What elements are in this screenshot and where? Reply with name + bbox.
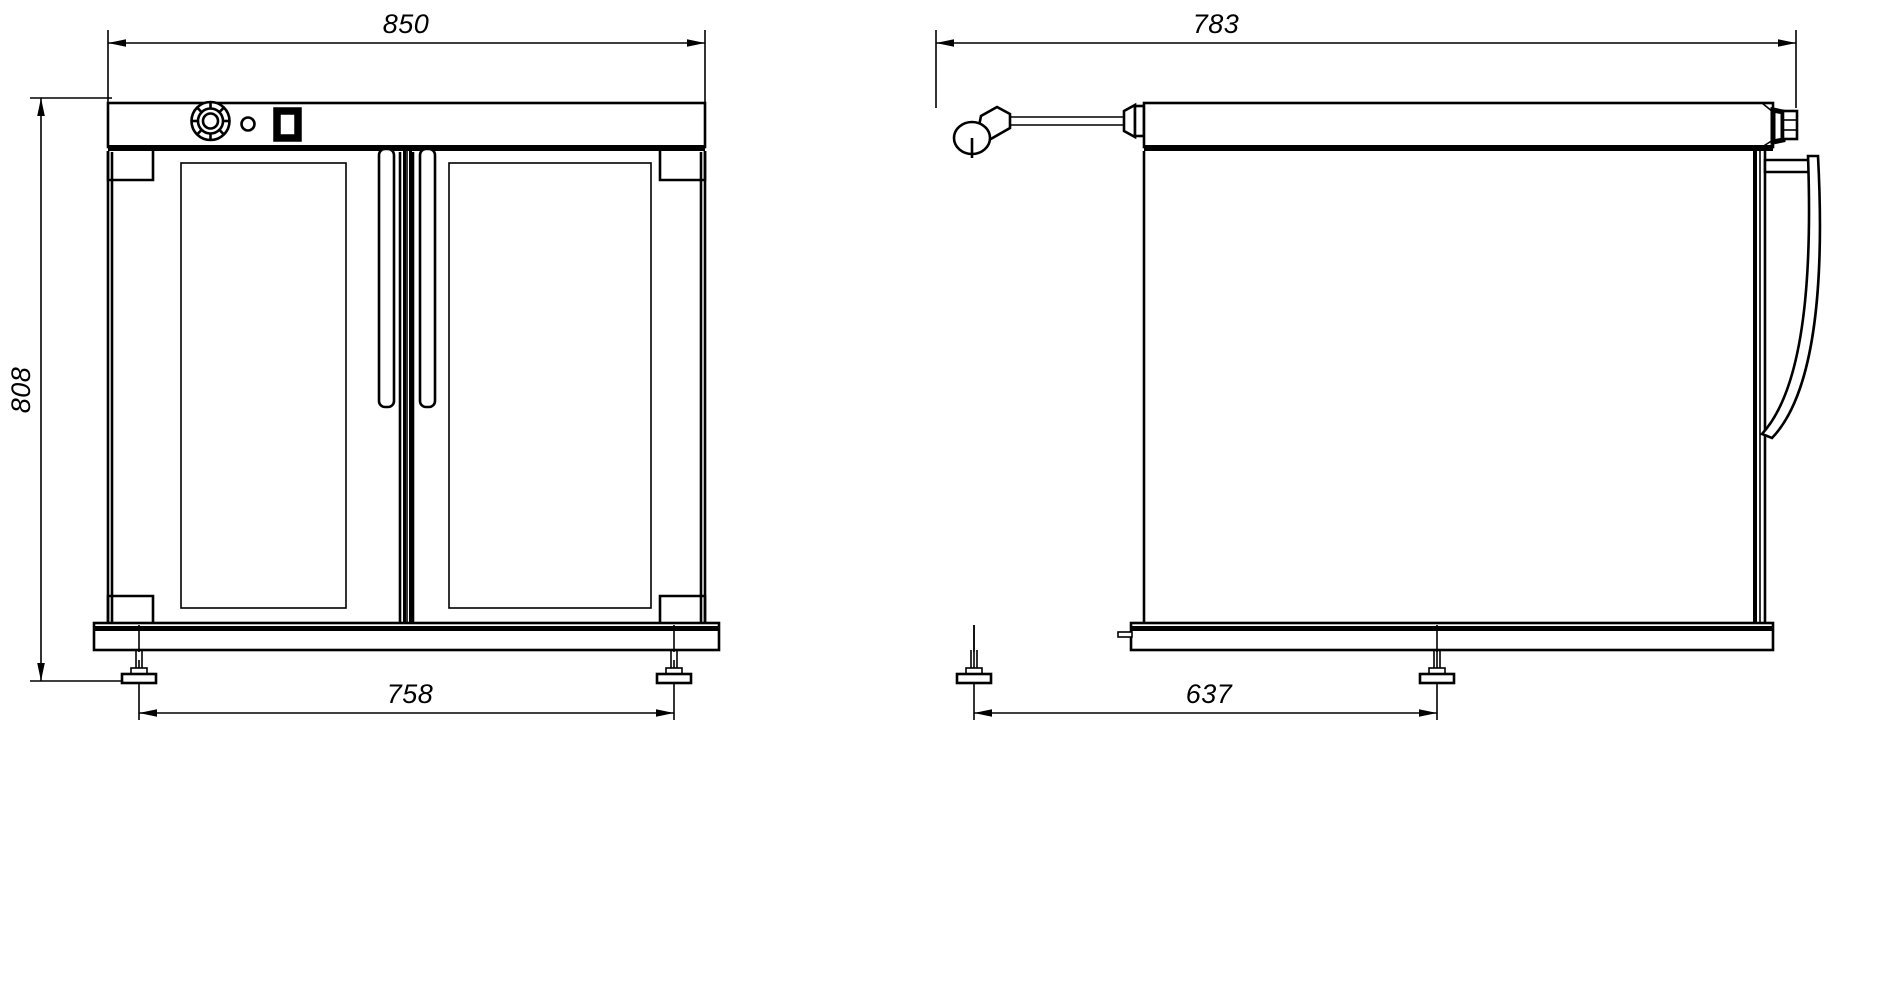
- foot-base-pad: [120, 672, 158, 685]
- right-handle-bar: [418, 147, 437, 409]
- dimension-label-783: 783: [1193, 9, 1240, 39]
- rocker-switch[interactable]: [273, 107, 302, 142]
- left-door-glass-panel: [180, 162, 347, 609]
- side-foot-rear: [955, 650, 993, 685]
- side-foot-stems-over-plinth: [973, 625, 1438, 652]
- plinth-top-rail: [1131, 626, 1773, 631]
- arrowhead-right: [656, 709, 674, 717]
- side-foot-front: [1418, 650, 1456, 685]
- arrowhead-bottom: [37, 663, 45, 681]
- arrowhead-left: [108, 39, 126, 47]
- plinth-top-rail: [94, 626, 719, 631]
- front-dimension-feet-758: 758: [138, 660, 675, 720]
- dimension-label-808: 808: [6, 367, 36, 414]
- front-view: 850 808 758: [6, 9, 721, 720]
- gland-taper: [1122, 102, 1137, 140]
- side-door-handle-profile: [1759, 154, 1822, 440]
- mullion-line-right: [409, 146, 412, 623]
- corner-bracket-top-left: [106, 151, 155, 182]
- front-right-door[interactable]: [411, 152, 703, 623]
- arrowhead-top: [37, 98, 45, 116]
- arrowhead-left: [974, 709, 992, 717]
- left-handle-bar: [377, 147, 396, 409]
- rocker-switch-frame: [273, 107, 302, 142]
- door-edge-band: [1753, 151, 1757, 623]
- dimension-label-637: 637: [1186, 679, 1233, 709]
- plinth-rear-stub: [1117, 631, 1133, 638]
- side-dimension-depth-783: 783: [935, 9, 1797, 108]
- side-base-plinth: [1117, 621, 1775, 652]
- corner-bracket-top-right: [658, 151, 707, 182]
- front-foot-left: [120, 650, 158, 685]
- side-dimension-feet-637: 637: [973, 625, 1438, 720]
- arrowhead-right: [687, 39, 705, 47]
- side-cord-gland: [1122, 102, 1146, 140]
- top-housing-body: [1142, 101, 1775, 149]
- side-cabinet-body: [1142, 151, 1767, 623]
- arrowhead-right: [1778, 39, 1796, 47]
- control-knob[interactable]: [190, 100, 231, 142]
- terminal-shoulder: [1770, 106, 1786, 146]
- side-power-cord: [952, 102, 1146, 158]
- front-dimension-width-850: 850: [107, 9, 706, 108]
- corner-bracket-bottom-left: [106, 594, 155, 623]
- front-cabinet-body: [106, 151, 707, 623]
- foot-base-pad: [955, 672, 993, 685]
- terminal-body: [1781, 109, 1799, 141]
- side-rear-terminal: [1770, 106, 1799, 146]
- front-foot-centerlines: [138, 625, 675, 652]
- knob-tick-marks: [191, 102, 230, 140]
- side-top-housing: [1142, 101, 1775, 151]
- front-right-door-handle[interactable]: [418, 147, 437, 409]
- arrowhead-left: [936, 39, 954, 47]
- foot-base-pad: [655, 672, 693, 685]
- front-left-door[interactable]: [110, 152, 402, 623]
- mullion-line-left: [403, 146, 406, 623]
- knob-center: [201, 112, 220, 130]
- front-left-door-handle[interactable]: [377, 147, 396, 409]
- dimension-label-850: 850: [383, 9, 430, 39]
- arrowhead-left: [139, 709, 157, 717]
- corner-bracket-bottom-right: [658, 594, 707, 623]
- top-housing-bottom-rail: [1144, 145, 1773, 151]
- right-door-glass-panel: [448, 162, 652, 609]
- gland-body: [1133, 104, 1146, 138]
- side-view: 783 637: [935, 9, 1822, 720]
- front-foot-right: [655, 650, 693, 685]
- front-door-mullion: [399, 146, 415, 623]
- foot-base-pad: [1418, 672, 1456, 685]
- dimension-label-758: 758: [387, 679, 434, 709]
- handle-curved-bar: [1759, 154, 1822, 440]
- arrowhead-right: [1419, 709, 1437, 717]
- front-dimension-height-808: 808: [6, 97, 130, 682]
- front-control-panel[interactable]: [106, 100, 707, 151]
- indicator-lamp: [240, 116, 256, 132]
- side-plug: [952, 105, 1012, 158]
- front-base-plinth: [92, 621, 721, 652]
